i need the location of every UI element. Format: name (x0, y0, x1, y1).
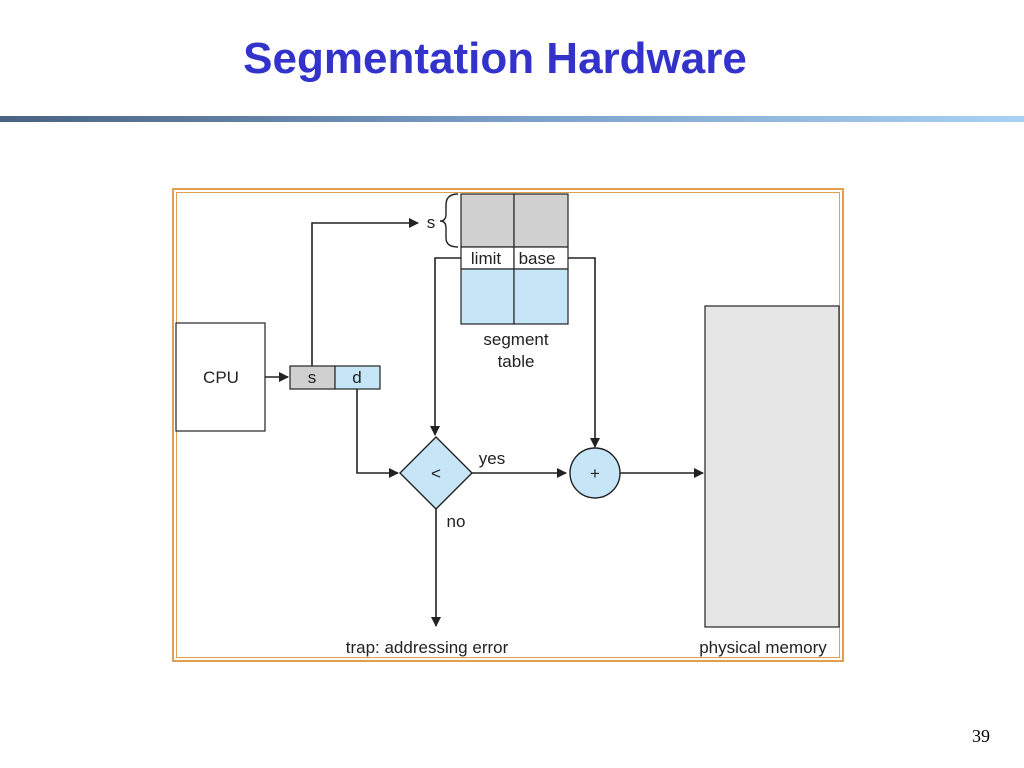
yes-label: yes (479, 449, 505, 468)
cpu-label: CPU (203, 368, 239, 387)
segment-table: limit base (460, 193, 569, 325)
logical-address: s d (289, 365, 381, 390)
slide-title: Segmentation Hardware (243, 34, 747, 83)
trap-label: trap: addressing error (346, 638, 509, 657)
table-limit-label: limit (471, 249, 501, 268)
selector-brace (439, 193, 459, 248)
segment-selector-label: s (427, 213, 436, 232)
compare-symbol: < (431, 464, 441, 483)
no-label: no (447, 512, 466, 531)
table-base-label: base (519, 249, 556, 268)
compare-diamond: < (399, 436, 473, 510)
s-to-table-arrow (311, 218, 419, 366)
segment-table-label-line1: segment (483, 330, 548, 349)
limit-to-compare-arrow (430, 257, 461, 436)
physical-memory-box (704, 305, 840, 628)
adder-symbol: + (590, 464, 600, 483)
physical-memory-label: physical memory (699, 638, 827, 657)
address-s-label: s (308, 368, 317, 387)
cpu-box: CPU (175, 322, 266, 432)
page-number: 39 (972, 726, 990, 746)
address-d-label: d (352, 368, 361, 387)
base-to-adder-arrow (568, 257, 600, 448)
adder-circle: + (569, 447, 621, 499)
segment-table-label-line2: table (498, 352, 535, 371)
title-divider-bar (0, 116, 1024, 122)
d-to-compare-arrow (356, 389, 399, 478)
